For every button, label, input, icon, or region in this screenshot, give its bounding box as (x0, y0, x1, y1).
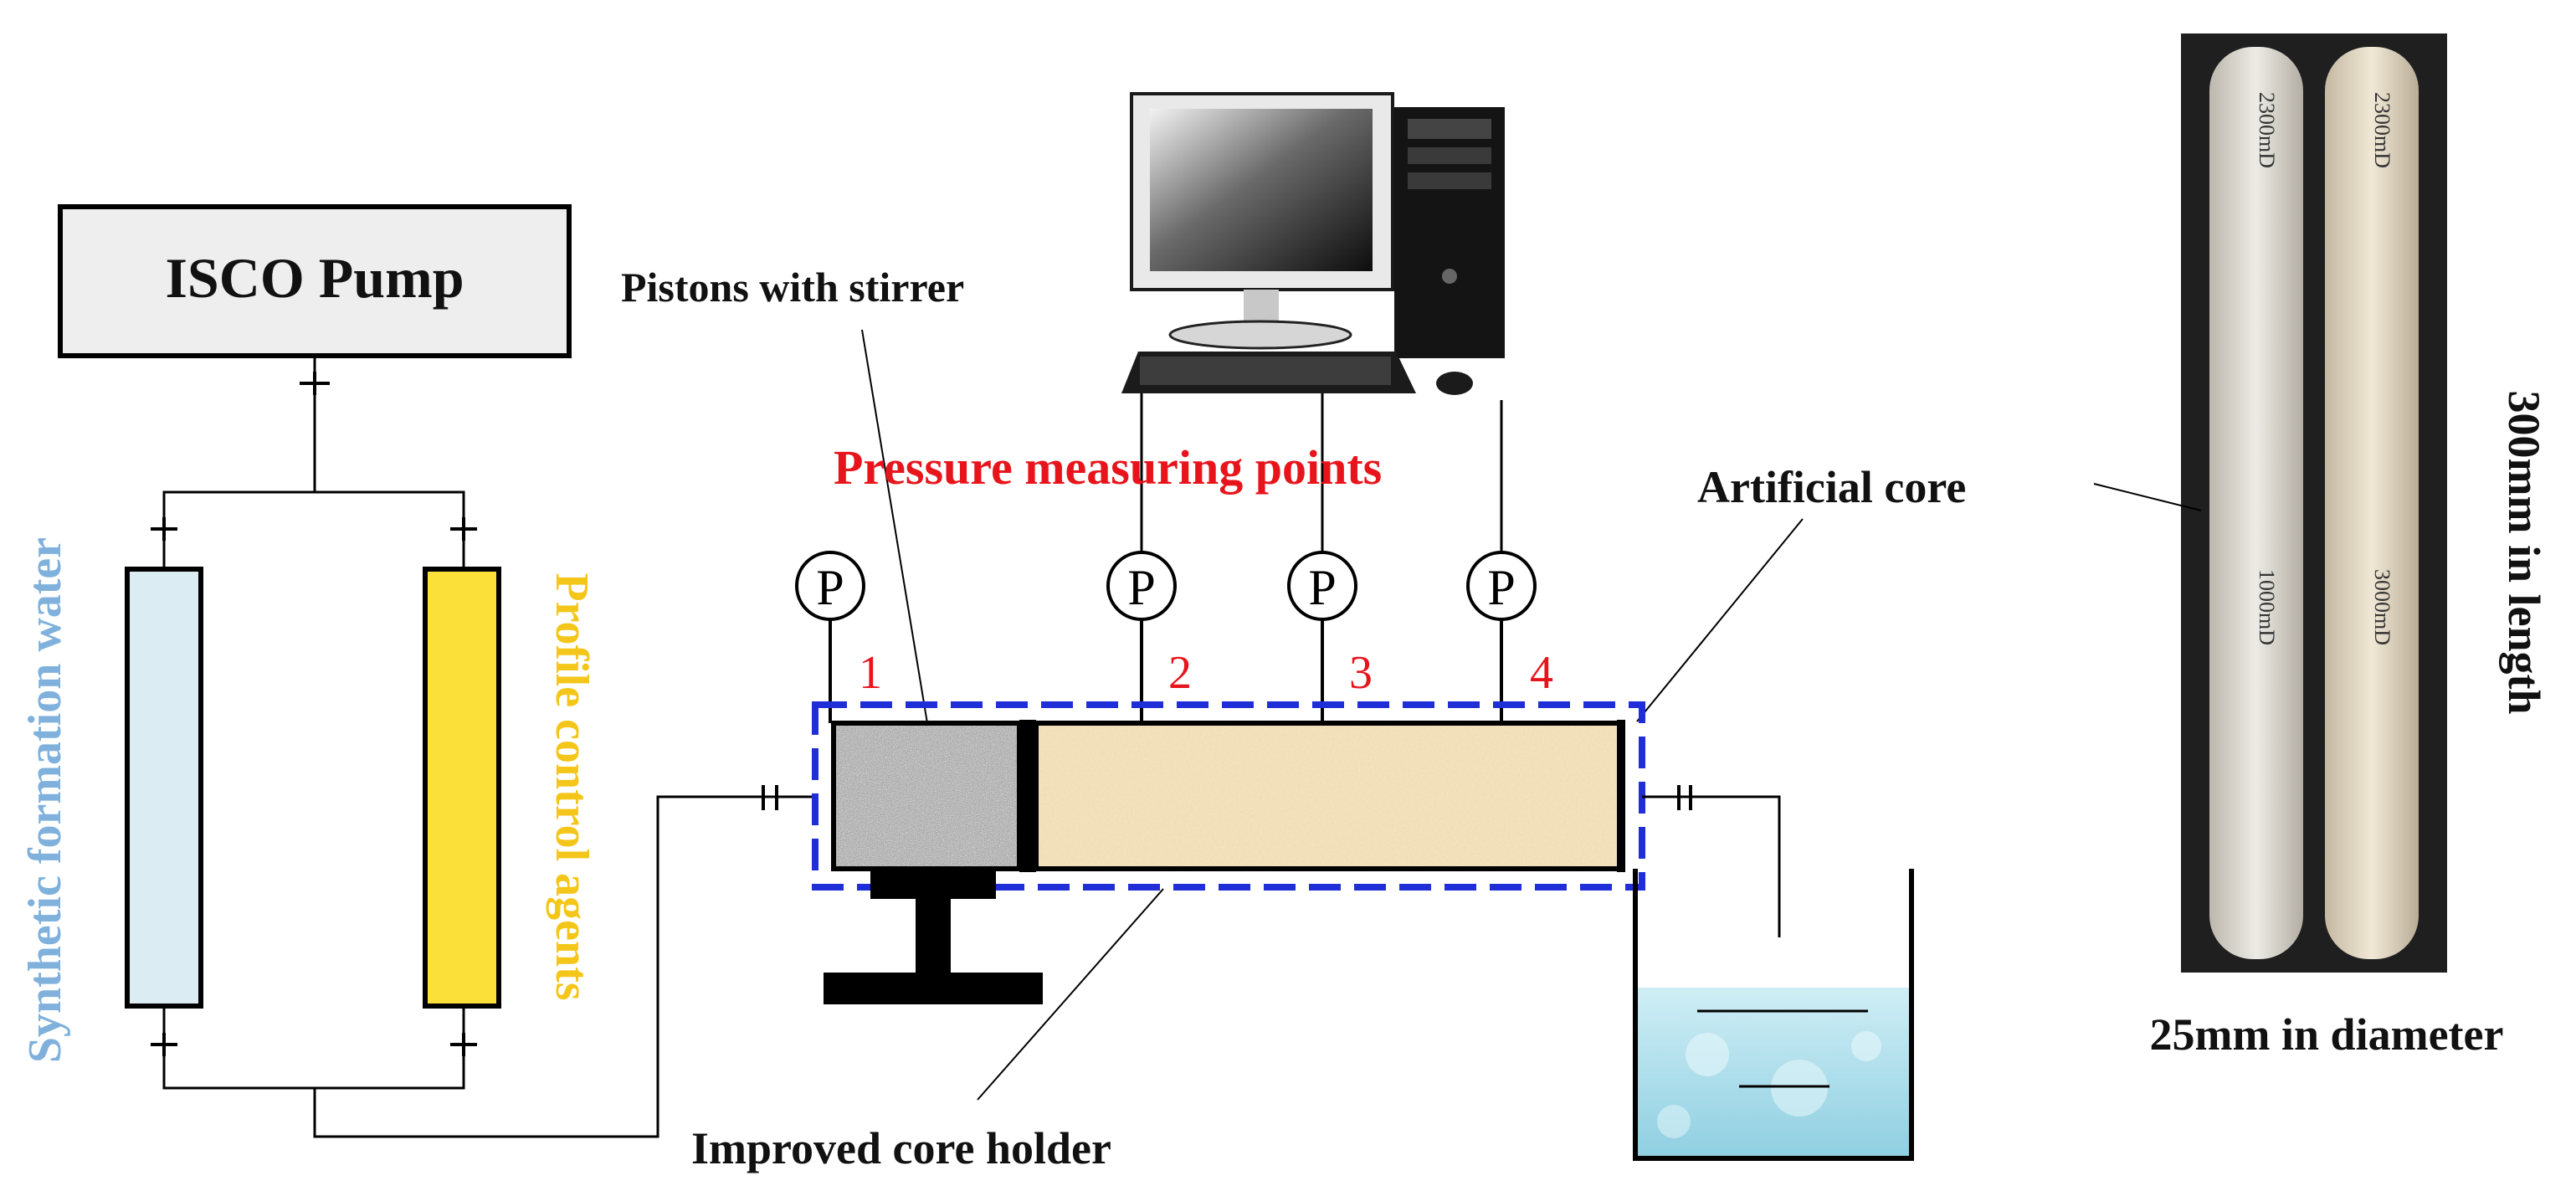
pressure-gauge-4: P 4 (1466, 551, 1553, 750)
core-mark: 3000mD (2370, 569, 2394, 645)
diameter-label: 25mm in diameter (2150, 1009, 2504, 1060)
core-mark: 1000mD (2255, 569, 2279, 645)
gauge-number: 2 (1168, 647, 1192, 699)
top-manifold-line (162, 490, 465, 569)
gauge-number: 1 (859, 647, 882, 699)
core-photo-leader (2093, 483, 2202, 511)
length-label: 300mm in length (2499, 390, 2549, 714)
pressure-points-label: Pressure measuring points (834, 440, 1382, 495)
computer-icon (1121, 92, 1505, 395)
artificial-core-label: Artificial core (1697, 462, 1966, 512)
isco-pump-box (58, 204, 572, 358)
valve-icon (762, 785, 778, 810)
feed-line (313, 795, 812, 1138)
holder-leader (977, 888, 1164, 1101)
improved-holder-label: Improved core holder (691, 1123, 1111, 1173)
outlet-line (1642, 795, 1781, 937)
valve-icon (1677, 785, 1692, 810)
pressure-gauge-2: P 2 (1106, 551, 1192, 750)
synthetic-water-cylinder (125, 567, 203, 1009)
gauge-symbol: P (1127, 560, 1155, 615)
profile-agents-label: Profile control agents (546, 572, 598, 1000)
isco-pump-label: ISCO Pump (165, 246, 464, 310)
valve-icon (300, 372, 330, 395)
gauge-symbol: P (1308, 560, 1336, 615)
pressure-gauge-1: P 1 (795, 551, 882, 723)
gauge-symbol: P (816, 560, 844, 615)
profile-agent-cylinder (423, 567, 501, 1009)
gauge-number: 3 (1349, 647, 1373, 699)
valve-icon (151, 1033, 477, 1056)
artificial-core-leader (1636, 518, 1804, 722)
pistons-label: Pistons with stirrer (621, 264, 964, 311)
gauge-number: 4 (1530, 647, 1553, 699)
core-mark: 2300mD (2370, 92, 2394, 168)
synthetic-water-label: Synthetic formation water (19, 537, 71, 1063)
pressure-gauge-3: P 3 (1287, 551, 1373, 750)
core-holder (812, 701, 1645, 891)
signal-lines (1140, 393, 1503, 552)
holder-stand (824, 870, 1043, 1004)
valve-icon (151, 517, 477, 541)
core-mark: 2300mD (2255, 92, 2279, 168)
gauge-symbol: P (1487, 560, 1515, 615)
collection-beaker (1633, 869, 1914, 1161)
pistons-leader (861, 329, 928, 724)
bottom-manifold-line (162, 1006, 465, 1090)
core-photo: 2300mD 1000mD 3000mD 2300mD (2181, 33, 2447, 973)
